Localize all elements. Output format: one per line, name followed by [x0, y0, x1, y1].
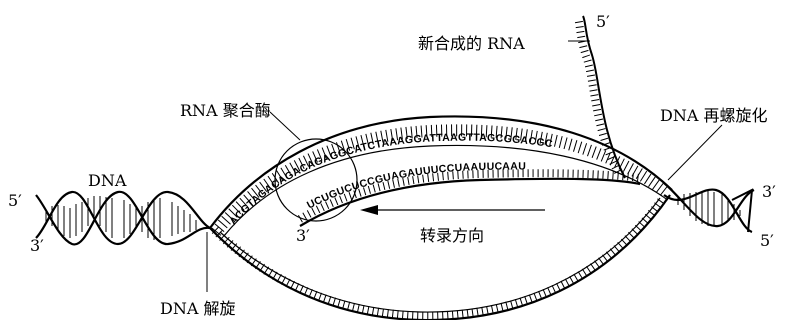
coding-strand-loop	[210, 195, 670, 320]
base-pair-rungs-left	[46, 196, 196, 240]
dna-rewinding-label: DNA 再螺旋化	[660, 106, 767, 125]
dna-double-helix-left	[36, 192, 210, 245]
transcription-direction-arrow	[360, 205, 545, 215]
right-5prime: 5′	[760, 231, 774, 250]
rna-polymerase-label: RNA 聚合酶	[180, 101, 271, 120]
left-3prime: 3′	[30, 236, 44, 255]
new-rna-label: 新合成的 RNA	[418, 34, 525, 53]
transcription-direction-label: 转录方向	[420, 226, 484, 245]
dna-unwinding-label: DNA 解旋	[160, 299, 235, 318]
rna-3prime: 3′	[296, 226, 310, 245]
left-5prime: 5′	[8, 191, 22, 210]
dna-label-left: DNA	[88, 171, 127, 190]
rna-hybrid-strand: UCUGUCUCCGUAGAUUUCCUAAUUCAAU	[300, 160, 640, 226]
new-rna-5prime: 5′	[596, 12, 610, 31]
dna-double-helix-right	[664, 183, 754, 232]
new-rna-tail	[578, 16, 625, 178]
right-3prime: 3′	[762, 182, 776, 201]
